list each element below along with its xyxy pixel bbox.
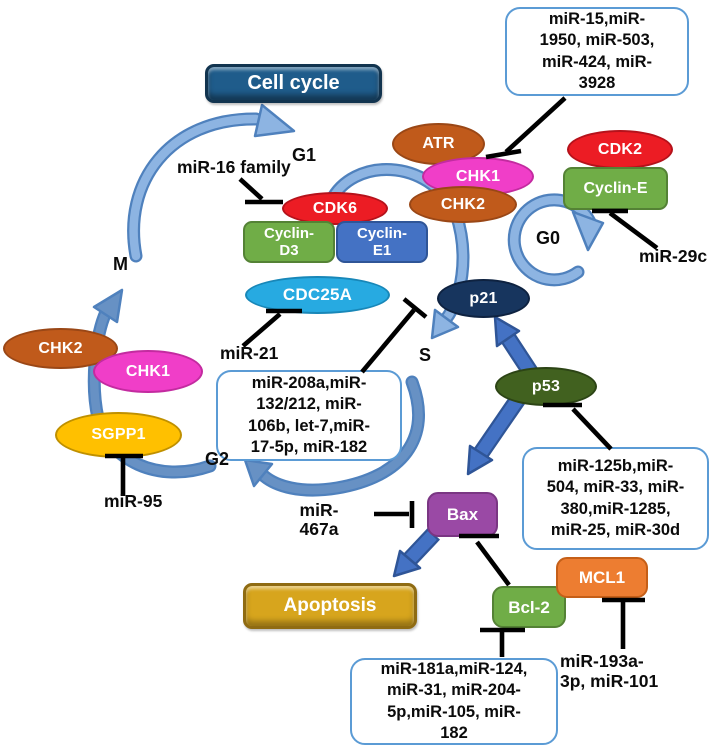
- mir-box-chk1-line2: 1950, miR-503,: [539, 31, 655, 49]
- inhibit-mirbox-p21: [360, 297, 428, 374]
- node-chk1-left: CHK1: [93, 350, 203, 393]
- node-bax: Bax: [427, 492, 498, 537]
- phase-label-g0: G0: [536, 228, 561, 248]
- node-cdk2: CDK2: [567, 130, 673, 169]
- node-chk2-top: CHK2: [409, 186, 517, 223]
- phase-label-s: S: [419, 345, 432, 365]
- inhibit-mirbox-bcl2: [480, 627, 525, 657]
- mir-box-p53-regulators: miR-125b,miR- 504, miR-33, miR- 380,miR-…: [522, 447, 709, 550]
- arrow-p53-to-bax: [466, 390, 528, 476]
- node-cyclin-e1-line2: E1: [372, 242, 392, 259]
- node-mcl1: MCL1: [556, 557, 648, 598]
- label-mir193a-line2: 3p, miR-101: [560, 671, 659, 691]
- inhibit-mir21-cdc25a: [241, 308, 302, 348]
- node-p21: p21: [437, 279, 530, 318]
- label-mir29c: miR-29c: [639, 246, 708, 266]
- inhibit-mirbox-chk1: [485, 96, 567, 160]
- label-mir21: miR-21: [220, 343, 279, 363]
- node-bcl2: Bcl-2: [492, 586, 566, 628]
- label-mir193a-line1: miR-193a-: [560, 651, 644, 671]
- node-sgpp1: SGPP1: [55, 412, 182, 458]
- mir-box-bcl2-line2: miR-31, miR-204-: [387, 681, 521, 699]
- phase-label-m: M: [113, 254, 128, 274]
- node-cyclin-d3: Cyclin- D3: [243, 221, 335, 263]
- mir-box-bcl2-line1: miR-181a,miR-124,: [380, 659, 528, 678]
- node-cdc25a: CDC25A: [245, 276, 390, 314]
- apoptosis-banner: Apoptosis: [243, 583, 417, 629]
- mir-box-chk1-line3: miR-424, miR-: [541, 52, 653, 71]
- mir-box-p21-line1: miR-208a,miR-: [251, 373, 367, 392]
- node-cyclin-d3-line2: D3: [279, 242, 299, 259]
- label-mir95: miR-95: [104, 491, 163, 511]
- mir-box-p53-line4: miR-25, miR-30d: [550, 521, 681, 539]
- node-cyclin-e1-line1: Cyclin-: [356, 225, 407, 242]
- inhibit-mir193a-mcl1: [602, 597, 645, 649]
- node-cyclin-e1: Cyclin- E1: [336, 221, 428, 263]
- mir-box-bcl2-regulators: miR-181a,miR-124, miR-31, miR-204- 5p,mi…: [350, 658, 558, 745]
- mir-box-bcl2-line4: 182: [440, 724, 468, 742]
- label-mir467a-line2: 467a: [299, 519, 339, 539]
- node-p53: p53: [495, 367, 597, 406]
- mir-box-p53-line3: 380,miR-1285,: [560, 499, 671, 518]
- mir-box-p53-line1: miR-125b,miR-: [557, 456, 674, 475]
- inhibit-mir16-cdk6: [238, 177, 283, 205]
- node-atr: ATR: [392, 123, 485, 165]
- inhibit-mir29c-cycline: [592, 208, 659, 250]
- mir-box-p53-line2: 504, miR-33, miR-: [546, 478, 685, 496]
- phase-label-g2: G2: [205, 449, 230, 469]
- mir-box-chk1-line1: miR-15,miR-: [548, 9, 646, 28]
- mir-box-p21-line4: 17-5p, miR-182: [250, 438, 368, 456]
- cell-cycle-banner: Cell cycle: [205, 64, 382, 103]
- inhibit-mir467a-bax: [374, 501, 415, 528]
- label-mir467a-line1: miR-: [299, 500, 339, 520]
- mir-box-p21-line3: 106b, let-7,miR-: [248, 416, 370, 435]
- mir-box-chk1-line4: 3928: [578, 74, 616, 92]
- node-cyclin-e: Cyclin-E: [563, 167, 668, 210]
- arrow-p53-to-p21: [493, 315, 541, 382]
- label-mir193a: miR-193a- 3p, miR-101: [560, 651, 658, 691]
- inhibit-bcl2-bax: [459, 533, 511, 587]
- phase-label-g1: G1: [292, 145, 317, 165]
- node-cyclin-d3-line1: Cyclin-: [263, 225, 314, 242]
- mir-box-p21-regulators: miR-208a,miR- 132/212, miR- 106b, let-7,…: [216, 370, 402, 461]
- mir-box-p21-line2: 132/212, miR-: [256, 395, 362, 413]
- mir-box-bcl2-line3: 5p,miR-105, miR-: [387, 702, 521, 721]
- mir-box-chk1-regulators: miR-15,miR- 1950, miR-503, miR-424, miR-…: [505, 7, 689, 96]
- inhibit-mir95-sgpp1: [105, 453, 143, 496]
- label-mir16-family: miR-16 family: [177, 157, 291, 177]
- arrow-bax-to-apoptosis: [392, 527, 441, 578]
- label-mir467a: miR- 467a: [291, 501, 347, 539]
- inhibit-mirbox-p53: [543, 402, 613, 451]
- node-cdk6: CDK6: [282, 192, 388, 225]
